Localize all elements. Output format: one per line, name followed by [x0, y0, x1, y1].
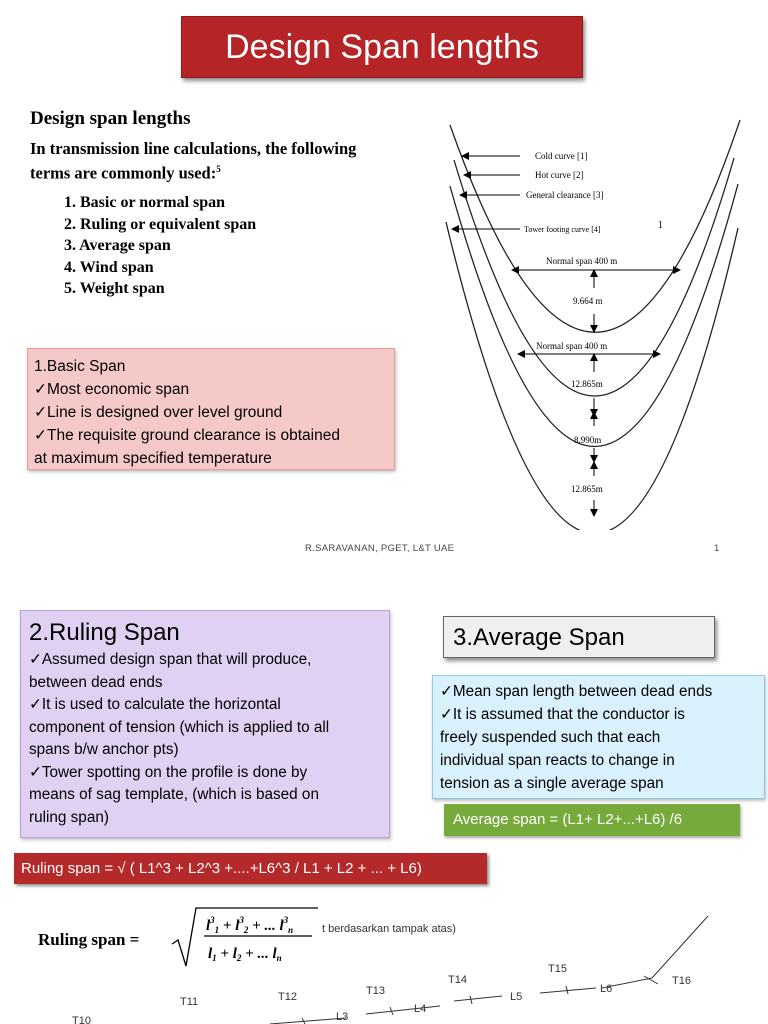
dim-label: 12.865m: [571, 379, 603, 389]
dim-label: 12.865m: [571, 484, 603, 494]
basic-span-title: 1.Basic Span: [34, 358, 126, 375]
footer-credit: R.SARAVANAN, PGET, L&T UAE: [305, 543, 455, 554]
span-mid-label: Normal span 400 m: [536, 341, 607, 351]
scan-intro-line2: terms are commonly used:: [30, 163, 217, 183]
tower-label: T15: [548, 963, 567, 975]
check-icon: [440, 706, 453, 723]
average-span-title: 3.Average Span: [443, 616, 715, 658]
ruling-span-formula-label: Ruling span =: [38, 930, 140, 949]
span-label: L4: [414, 1003, 426, 1015]
list-item: 3. Average span: [64, 237, 171, 254]
ruling-span-body: Assumed design span that will produce,be…: [29, 649, 381, 829]
tower-label: T11: [180, 996, 198, 1008]
text-line: component of tension (which is applied t…: [29, 718, 330, 736]
span-top-label: Normal span 400 m: [546, 256, 617, 266]
ruling-span-formula: Ruling span = √ ( L1^3 + L2^3 +....+L6^3…: [14, 853, 487, 884]
text-line: It is assumed that the conductor is: [440, 703, 757, 726]
dim-label: 8.990m: [574, 435, 601, 445]
text-line: It is used to calculate the horizontal: [29, 694, 381, 717]
text-line: spans b/w anchor pts): [29, 741, 179, 758]
check-icon: [34, 427, 47, 444]
basic-span-bullet: Most economic span: [34, 378, 388, 401]
footnote-mark: 5: [216, 164, 221, 174]
formula-note: t berdasarkan tampak atas): [322, 923, 456, 935]
span-label: L3: [336, 1011, 348, 1023]
average-span-body: Mean span length between dead endsIt is …: [440, 680, 757, 795]
tower-label: T14: [448, 974, 467, 986]
text-line: means of sag template, (which is based o…: [29, 786, 319, 803]
list-item: 1. Basic or normal span: [64, 194, 226, 211]
tower-plan-sketch: T10 T11 T12 T13 T14 T15 T16 L3 L4 L5 L6: [72, 915, 709, 1024]
svg-text:l31 + l32 + ... l3n: l31 + l32 + ... l3n: [206, 915, 293, 935]
text-line: ruling span): [29, 808, 109, 826]
basic-span-box: 1.Basic Span Most economic span Line is …: [27, 348, 395, 470]
basic-span-bullet: Line is designed over level ground: [34, 401, 388, 424]
scan-intro: In transmission line calculations, the f…: [30, 139, 430, 184]
hot-curve: [453, 157, 735, 397]
basic-span-continuation: at maximum specified temperature: [34, 450, 272, 467]
tower-label: T12: [278, 991, 297, 1003]
check-icon: [440, 683, 453, 700]
span-label: L6: [600, 983, 612, 995]
text-line: freely suspended such that each: [440, 729, 661, 746]
svg-text:l1 + l2 + ... ln: l1 + l2 + ... ln: [208, 946, 282, 963]
slide-title: Design Span lengths: [181, 16, 583, 78]
sag-curve-diagram: Cold curve [1] Hot curve [2] General cle…: [445, 119, 741, 530]
ruling-span-box: 2.Ruling Span Assumed design span that w…: [20, 610, 390, 838]
list-item: 4. Wind span: [64, 258, 154, 276]
text-line: Tower spotting on the profile is done by: [29, 762, 381, 785]
scan-heading: Design span lengths: [30, 108, 191, 129]
ruling-span-title: 2.Ruling Span: [29, 619, 180, 646]
general-clearance-curve: [449, 183, 739, 447]
span-types-list: 1. Basic or normal span 2. Ruling or equ…: [64, 192, 256, 300]
page-number: 1: [714, 543, 720, 554]
check-icon: [34, 381, 47, 398]
text-line: Mean span length between dead ends: [440, 680, 757, 703]
hot-curve-label: Hot curve [2]: [535, 170, 583, 180]
check-icon: [34, 404, 47, 421]
text-line: tension as a single average span: [440, 775, 664, 792]
tower-label: T10: [72, 1015, 91, 1024]
tower-label: T13: [366, 985, 385, 997]
text-line: individual span reacts to change in: [440, 752, 675, 769]
dim-label: 9.664 m: [573, 296, 603, 306]
span-label: L5: [510, 991, 522, 1003]
scan-intro-line1: In transmission line calculations, the f…: [30, 139, 357, 158]
cold-curve-label: Cold curve [1]: [535, 151, 587, 161]
text-line: Assumed design span that will produce,: [29, 649, 381, 672]
check-icon: [29, 764, 42, 781]
average-span-formula: Average span = (L1+ L2+...+L6) /6: [444, 804, 740, 836]
text-line: between dead ends: [29, 673, 163, 691]
list-item: 2. Ruling or equivalent span: [64, 215, 257, 233]
check-icon: [29, 696, 42, 713]
average-span-box: Mean span length between dead endsIt is …: [432, 675, 765, 799]
tower-label: T16: [672, 975, 691, 987]
general-clearance-label: General clearance [3]: [526, 190, 603, 200]
basic-span-bullet: The requisite ground clearance is obtain…: [34, 424, 388, 447]
tower-footing-label: Tower footing curve [4]: [524, 225, 601, 234]
ruling-span-radical: l31 + l32 + ... l3n l1 + l2 + ... ln: [171, 907, 318, 967]
check-icon: [29, 651, 42, 668]
diagram-mark: 1: [658, 220, 663, 231]
tower-footing-curve: [445, 221, 739, 530]
list-item: 5. Weight span: [64, 280, 165, 297]
